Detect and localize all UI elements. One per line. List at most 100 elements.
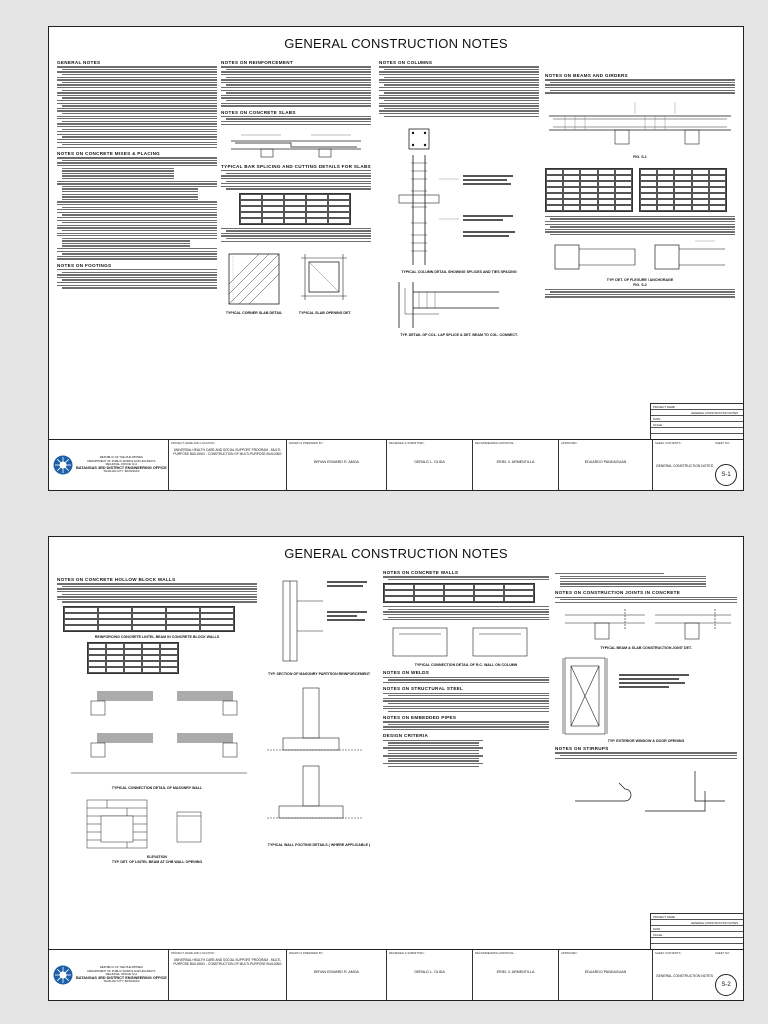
notes-text-block: [383, 721, 549, 731]
detail-caption: TYP. DETAIL OF COL. LAP SPLICE & DET. BE…: [400, 332, 518, 337]
recommend-cell: RECOMMENDING APPROVAL : ERIEL V. ARMENTI…: [473, 440, 559, 490]
section-heading: NOTES ON BEAMS AND GIRDERS: [545, 73, 628, 78]
section-heading: GENERAL NOTES: [57, 60, 101, 65]
section-heading: NOTES ON CONCRETE WALLS: [383, 570, 459, 575]
sheet-contents: GENERAL CONSTRUCTION NOTES: [656, 974, 713, 978]
section-heading: NOTES ON FOOTINGS: [57, 262, 112, 268]
sheet-title: GENERAL CONSTRUCTION NOTES: [284, 546, 508, 561]
detail-caption: TYP. DET. OF FLEXURE / ANCHORAGE: [606, 278, 674, 283]
section-heading: NOTES ON CONCRETE SLABS: [221, 109, 296, 115]
detail-caption: FIG. S-1: [633, 154, 647, 159]
title-block: REPUBLIC OF THE PHILIPPINES DEPARTMENT O…: [49, 439, 743, 490]
revision-block: PROJECT NAME : GENERAL CONSTRUCTION NOTE…: [650, 403, 743, 440]
masonry-wall-connection-drawing: [71, 690, 247, 773]
dpwh-seal-icon: [53, 965, 73, 985]
approved-label: APPROVED :: [561, 441, 579, 445]
office-line: TANAUAN CITY, BATANGAS: [103, 979, 140, 984]
notes-text-block: [383, 576, 549, 581]
office-line: REPUBLIC OF THE PHILIPPINES: [99, 965, 143, 970]
chb-reinforcement-table: [63, 605, 235, 632]
section-heading: NOTES ON CONCRETE HOLLOW BLOCK WALLS: [57, 577, 176, 582]
reviewed-label: REVIEWED & SUBMITTED :: [389, 441, 426, 445]
scale-label: SCALE :: [653, 932, 664, 937]
office-line: REGIONAL OFFICE IV-A: [105, 462, 138, 467]
section-heading: NOTES ON CONSTRUCTION JOINTS IN CONCRETE: [555, 590, 681, 596]
notes-column-3: NOTES ON COLUMNS: [379, 57, 539, 432]
detail-caption: TYPICAL COLUMN DETAIL SHOWING SPLICES AN…: [401, 269, 517, 274]
project-text: UNIVERSAL HEALTH CARE AND SOCIAL SUPPORT…: [173, 448, 282, 456]
detail-caption: TYP. EXTERIOR WINDOW & DOOR OPENING: [607, 739, 685, 744]
prepared-name: BRYAN EDWARD R. AMOA: [314, 460, 359, 464]
section-heading: NOTES ON CONCRETE MIXES & PLACING: [57, 151, 161, 156]
recommend-name: ERIEL V. ARMENTILLA: [496, 970, 535, 974]
recommend-cell: RECOMMENDING APPROVAL : ERIEL V. ARMENTI…: [473, 950, 559, 1000]
notes-column-4: NOTES ON BEAMS AND GIRDERS FIG. S-1: [545, 57, 735, 400]
notes-text-block: [379, 66, 539, 117]
notes-text-block: [221, 170, 371, 190]
detail-caption: TYPICAL WALL FOOTING DETAILS ( WHERE APP…: [267, 843, 371, 847]
sheet-contents: GENERAL CONSTRUCTION NOTES: [656, 464, 713, 468]
project-name-value: GENERAL CONSTRUCTION NOTES: [691, 920, 738, 925]
office-line: TANAUAN CITY, BATANGAS: [103, 469, 140, 474]
office-line: BATANGAS 3RD DISTRICT ENGINEERING OFFICE: [76, 975, 167, 980]
scale-label: SCALE :: [653, 422, 664, 427]
project-label: PROJECT NAME AND LOCATION :: [171, 951, 216, 955]
window-door-opening-drawing: [562, 657, 689, 735]
section-heading: TYPICAL BAR SPLICING AND CUTTING DETAILS…: [221, 163, 371, 169]
notes-text-block: [555, 573, 737, 588]
sheet-title: GENERAL CONSTRUCTION NOTES: [284, 36, 508, 51]
office-cell: REPUBLIC OF THE PHILIPPINES DEPARTMENT O…: [49, 950, 169, 1000]
project-name-value: GENERAL CONSTRUCTION NOTES: [691, 410, 738, 415]
section-heading: NOTES ON WELDS: [383, 670, 430, 676]
detail-caption: TYPICAL CORNER SLAB DETAIL: [225, 310, 283, 315]
notes-text-block: [221, 227, 371, 242]
office-line: REPUBLIC OF THE PHILIPPINES: [99, 455, 143, 460]
section-heading: NOTES ON COLUMNS: [379, 60, 433, 65]
project-cell: PROJECT NAME AND LOCATION : UNIVERSAL HE…: [169, 950, 287, 1000]
detail-caption: ELEVATION: [146, 854, 168, 859]
bar-splice-table: [239, 192, 351, 225]
office-line: DEPARTMENT OF PUBLIC WORKS AND HIGHWAYS: [87, 968, 156, 973]
sheet-no-label: SHEET NO :: [715, 951, 731, 955]
prepared-label: DRAWN & PREPARED BY :: [289, 441, 325, 445]
sheet-number: S-2: [715, 974, 737, 996]
concrete-wall-table: [383, 583, 535, 604]
notes-text-block: [57, 66, 217, 148]
notes-text-block: [57, 157, 217, 260]
office-cell: REPUBLIC OF THE PHILIPPINES DEPARTMENT O…: [49, 440, 169, 490]
notes-column-2: NOTES ON REINFORCEMENT NOTES ON CONCRETE…: [221, 57, 371, 432]
project-label: PROJECT NAME AND LOCATION :: [171, 441, 216, 445]
approved-label: APPROVED :: [561, 951, 579, 955]
sheet-cell: SHEET CONTENTS : SHEET NO : GENERAL CONS…: [653, 440, 743, 490]
prepared-name: BRYAN EDWARD R. AMOA: [314, 970, 359, 974]
sheet-number: S-1: [715, 464, 737, 486]
prepared-cell: DRAWN & PREPARED BY : BRYAN EDWARD R. AM…: [287, 950, 387, 1000]
detail-caption: FIG. S-2: [633, 283, 647, 288]
sheet-no-label: SHEET NO :: [715, 441, 731, 445]
detail-caption: TYPICAL BEAM & SLAB CONSTRUCTION JOINT D…: [600, 646, 692, 651]
slab-opening-drawing: [301, 253, 347, 300]
section-heading: NOTES ON STRUCTURAL STEEL: [383, 686, 464, 692]
construction-joint-drawing: [565, 609, 731, 640]
notes-text-block: [383, 606, 549, 621]
notes-text-block: [545, 288, 735, 298]
beam-column-connection-drawing: [398, 281, 499, 328]
notes-text-block: [555, 752, 737, 759]
development-length-table-a: [545, 167, 633, 212]
notes-text-block: [221, 115, 371, 125]
section-heading: NOTES ON REINFORCEMENT: [221, 60, 293, 65]
reviewed-label: REVIEWED & SUBMITTED :: [389, 951, 426, 955]
office-line: REGIONAL OFFICE IV-A: [105, 972, 138, 977]
detail-caption: TYPICAL CONNECTION DETAIL OF MASONRY WAL…: [111, 785, 203, 790]
sheet-contents-label: SHEET CONTENTS :: [655, 441, 682, 445]
sheet-cell: SHEET CONTENTS : SHEET NO : GENERAL CONS…: [653, 950, 743, 1000]
reviewed-cell: REVIEWED & SUBMITTED : GERALD L. OLIDA: [387, 950, 473, 1000]
date-label: DATE :: [653, 926, 662, 931]
notes-text-block: [555, 596, 737, 604]
prepared-label: DRAWN & PREPARED BY :: [289, 951, 325, 955]
title-block: REPUBLIC OF THE PHILIPPINES DEPARTMENT O…: [49, 949, 743, 1000]
wall-column-connection-drawing: [392, 628, 528, 657]
approved-name: EDUARDO PANDAGUAN: [584, 460, 627, 464]
detail-caption: TYP. SECTION OF MASONRY PARTITION REINFO…: [267, 672, 371, 676]
masonry-partition-drawing: [282, 580, 367, 662]
